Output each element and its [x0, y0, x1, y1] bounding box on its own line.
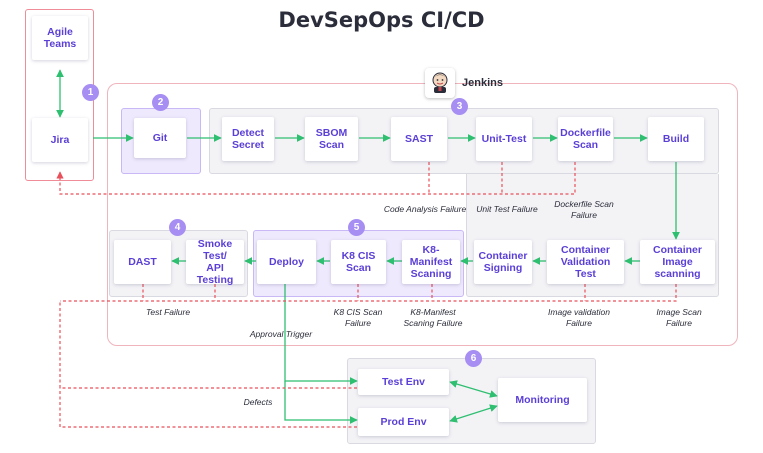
node-git: Git: [134, 118, 186, 158]
label-image-validation-failure: Image validation Failure: [548, 307, 610, 328]
label-k8-cis-scan-failure: K8 CIS Scan Failure: [333, 307, 383, 328]
node-dockerfile-scan: Dockerfile Scan: [558, 117, 613, 161]
node-k8-cis-scan: K8 CIS Scan: [331, 240, 386, 284]
node-smoke-test: Smoke Test/ API Testing: [186, 238, 244, 286]
arrow-testenv-monitoring: [449, 380, 498, 398]
node-agile-teams: Agile Teams: [32, 16, 88, 60]
node-container-signing: Container Signing: [474, 240, 532, 284]
node-monitoring: Monitoring: [498, 378, 587, 422]
step-badge-3: 3: [451, 98, 468, 115]
node-container-image-scanning: Container Image scanning: [640, 240, 715, 284]
jenkins-logo-icon: [425, 68, 455, 98]
node-sast: SAST: [391, 117, 447, 161]
label-test-failure: Test Failure: [145, 307, 191, 317]
feedback-bottom-failures: [60, 284, 677, 302]
label-approval-trigger: Approval Trigger: [249, 329, 313, 339]
label-dockerfile-scan-failure: Dockerfile Scan Failure: [554, 199, 614, 220]
node-deploy: Deploy: [257, 240, 316, 284]
label-k8-manifest-failure: K8-Manifest Scaning Failure: [403, 307, 463, 328]
node-sbom-scan: SBOM Scan: [305, 117, 358, 161]
feedback-defects-test: [59, 301, 357, 389]
node-k8-manifest-scanning: K8-Manifest Scaning: [402, 240, 460, 284]
node-dast: DAST: [114, 240, 171, 284]
label-unit-test-failure: Unit Test Failure: [476, 204, 538, 214]
feedback-defects-prod: [59, 388, 357, 428]
node-prod-env: Prod Env: [358, 408, 449, 436]
label-code-analysis-failure: Code Analysis Failure: [383, 204, 467, 214]
label-defects: Defects: [243, 397, 273, 407]
label-image-scan-failure: Image Scan Failure: [656, 307, 702, 328]
diagram-title: DevSepOps CI/CD: [278, 8, 485, 32]
step-badge-6: 6: [465, 350, 482, 367]
step-badge-1: 1: [82, 84, 99, 101]
region-ci: [209, 108, 719, 174]
node-test-env: Test Env: [358, 369, 449, 395]
node-container-validation-test: Container Validation Test: [547, 240, 624, 284]
step-badge-4: 4: [169, 219, 186, 236]
node-unit-test: Unit-Test: [476, 117, 532, 161]
step-badge-5: 5: [348, 219, 365, 236]
jenkins-label: Jenkins: [462, 77, 503, 89]
node-build: Build: [648, 117, 704, 161]
step-badge-2: 2: [152, 94, 169, 111]
feedback-top-failures: [56, 162, 576, 195]
arrow-deploy-prodenv: [284, 381, 358, 424]
arrow-prodenv-monitoring: [449, 404, 498, 423]
node-jira: Jira: [32, 118, 88, 162]
node-detect-secret: Detect Secret: [222, 117, 274, 161]
